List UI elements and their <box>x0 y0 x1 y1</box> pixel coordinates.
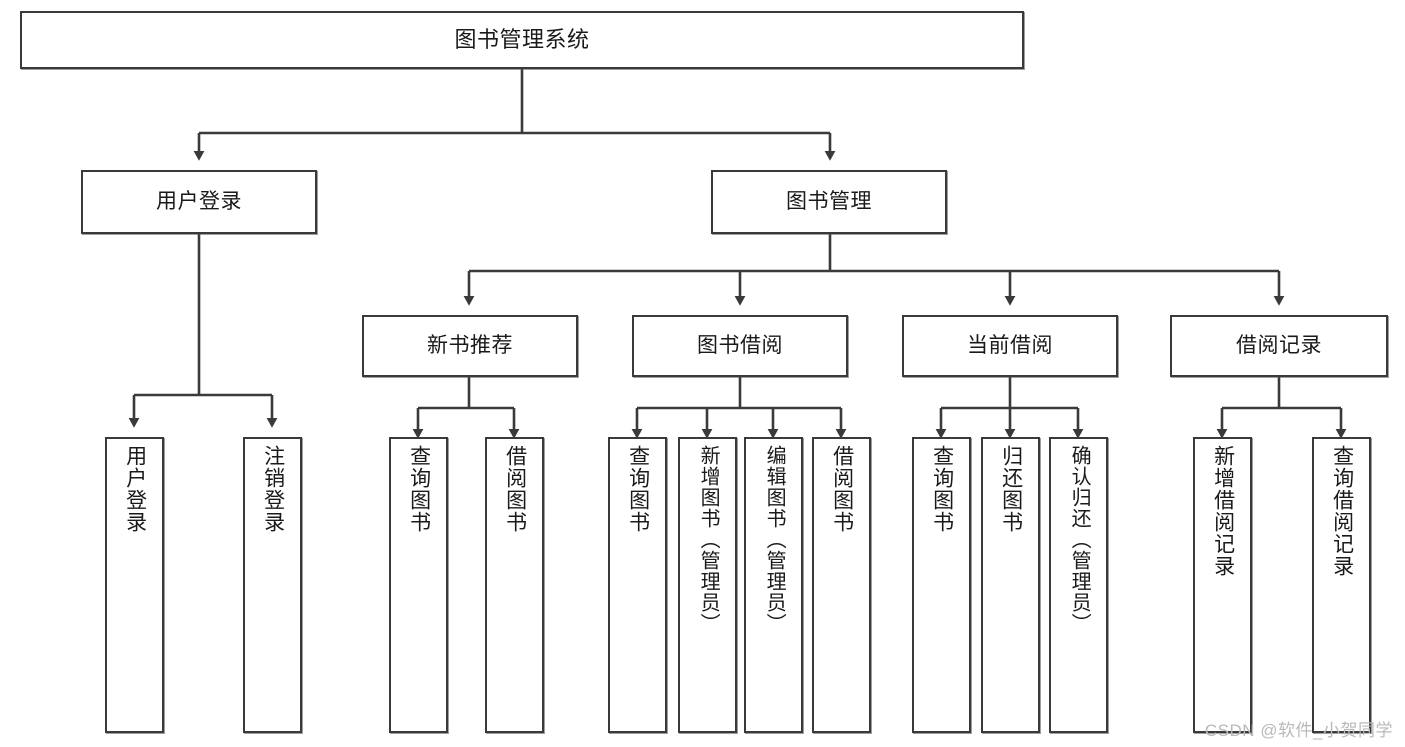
node-new-book-recommend[interactable]: 新书推荐 <box>362 315 578 377</box>
node-label: 注销登录 <box>261 445 285 533</box>
node-user-login[interactable]: 用户登录 <box>81 170 317 234</box>
node-label: 编辑图书（管理员） <box>763 445 786 634</box>
node-label: 确认归还（管理员） <box>1068 445 1091 634</box>
node-leaf-current-borrow-query[interactable]: 查询图书 <box>912 437 971 733</box>
node-label: 图书管理 <box>786 189 872 213</box>
node-label: 图书管理系统 <box>454 27 590 53</box>
csdn-watermark: CSDN @软件_小贺同学 <box>1204 721 1393 740</box>
node-label: 借阅图书 <box>503 445 527 533</box>
node-label: 新书推荐 <box>427 333 513 357</box>
node-leaf-book-borrow-query[interactable]: 查询图书 <box>608 437 667 733</box>
node-label: 查询图书 <box>626 445 650 533</box>
node-label: 查询图书 <box>930 445 954 533</box>
node-label: 用户登录 <box>156 189 242 213</box>
node-current-borrow[interactable]: 当前借阅 <box>902 315 1118 377</box>
node-leaf-book-borrow-add[interactable]: 新增图书（管理员） <box>678 437 737 733</box>
node-leaf-borrow-record-add[interactable]: 新增借阅记录 <box>1193 437 1252 733</box>
node-label: 借阅图书 <box>830 445 854 533</box>
node-leaf-current-borrow-confirm[interactable]: 确认归还（管理员） <box>1049 437 1108 733</box>
node-label: 查询图书 <box>407 445 431 533</box>
node-label: 用户登录 <box>123 445 147 533</box>
node-leaf-new-book-query[interactable]: 查询图书 <box>389 437 448 733</box>
node-borrow-records[interactable]: 借阅记录 <box>1170 315 1388 377</box>
node-label: 图书借阅 <box>697 333 783 357</box>
node-leaf-book-borrow-borrow[interactable]: 借阅图书 <box>812 437 871 733</box>
node-root-system[interactable]: 图书管理系统 <box>20 11 1024 69</box>
node-label: 归还图书 <box>999 445 1023 533</box>
node-leaf-user-login-login[interactable]: 用户登录 <box>105 437 164 733</box>
node-leaf-new-book-borrow[interactable]: 借阅图书 <box>485 437 544 733</box>
node-leaf-book-borrow-edit[interactable]: 编辑图书（管理员） <box>744 437 803 733</box>
node-leaf-borrow-record-query[interactable]: 查询借阅记录 <box>1312 437 1371 733</box>
node-label: 借阅记录 <box>1236 333 1322 357</box>
node-book-management[interactable]: 图书管理 <box>711 170 947 234</box>
node-book-borrow[interactable]: 图书借阅 <box>632 315 848 377</box>
node-label: 新增图书（管理员） <box>697 445 720 634</box>
node-label: 新增借阅记录 <box>1211 445 1235 577</box>
node-label: 当前借阅 <box>967 333 1053 357</box>
node-leaf-user-login-logout[interactable]: 注销登录 <box>243 437 302 733</box>
node-label: 查询借阅记录 <box>1330 445 1354 577</box>
node-leaf-current-borrow-return[interactable]: 归还图书 <box>981 437 1040 733</box>
